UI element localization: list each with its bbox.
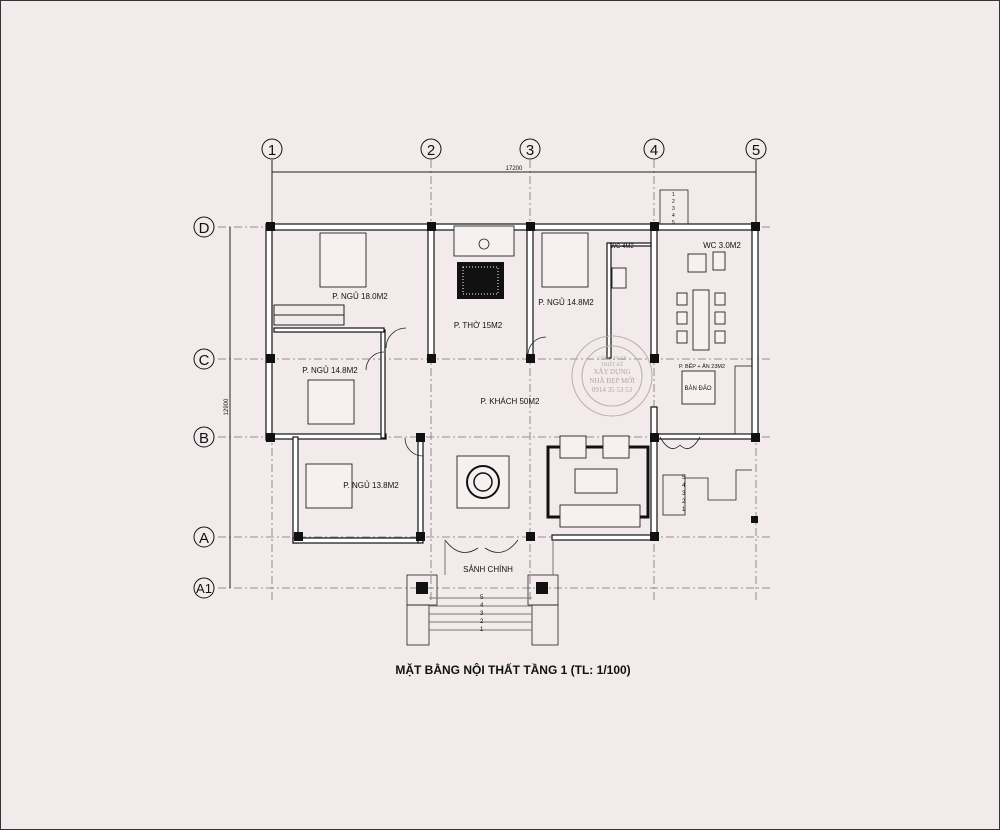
svg-text:4: 4 bbox=[672, 213, 675, 219]
main-door-icon bbox=[444, 539, 519, 553]
dimension-lines: 17200 12900 bbox=[224, 160, 757, 588]
rug-icon bbox=[456, 455, 510, 509]
svg-text:THIẾT KẾ: THIẾT KẾ bbox=[601, 362, 623, 368]
axis-bubble-5: 5 bbox=[745, 138, 767, 160]
room-label-bedroom-4: P. NGỦ 13.8M2 bbox=[343, 481, 399, 490]
svg-text:B: B bbox=[199, 430, 209, 447]
axis-bubble-2: 2 bbox=[420, 138, 442, 160]
room-label-lobby: SẢNH CHÍNH bbox=[463, 565, 513, 574]
door-icon bbox=[527, 336, 547, 356]
svg-text:A: A bbox=[199, 530, 209, 547]
svg-text:2: 2 bbox=[672, 199, 675, 205]
altar-icon bbox=[453, 225, 515, 257]
bed-icon bbox=[541, 232, 589, 288]
door-icon bbox=[365, 351, 385, 371]
carpet-icon bbox=[457, 262, 504, 299]
axis-bubble-B: B bbox=[193, 426, 215, 448]
structural-columns bbox=[266, 222, 760, 541]
svg-text:5: 5 bbox=[682, 475, 686, 481]
svg-text:1: 1 bbox=[672, 192, 675, 198]
toilet-icon bbox=[712, 251, 726, 271]
svg-text:1: 1 bbox=[682, 507, 686, 513]
svg-text:3: 3 bbox=[672, 206, 675, 212]
svg-text:4: 4 bbox=[650, 142, 658, 159]
door-icon bbox=[659, 436, 701, 449]
toilet-icon bbox=[611, 267, 627, 289]
svg-text:5: 5 bbox=[752, 142, 760, 159]
svg-text:2: 2 bbox=[480, 619, 484, 625]
svg-text:5: 5 bbox=[480, 595, 484, 601]
svg-text:1: 1 bbox=[480, 627, 484, 633]
svg-text:C: C bbox=[199, 352, 210, 369]
svg-text:2: 2 bbox=[682, 499, 686, 505]
axis-bubble-C: C bbox=[193, 348, 215, 370]
axis-bubble-3: 3 bbox=[519, 138, 541, 160]
kitchen-counter-icon bbox=[734, 365, 753, 435]
svg-text:A1: A1 bbox=[196, 581, 212, 596]
room-label-bedroom-1: P. NGỦ 18.0M2 bbox=[332, 292, 388, 301]
svg-text:3: 3 bbox=[480, 611, 484, 617]
svg-text:CÔNG TY CP: CÔNG TY CP bbox=[597, 356, 626, 362]
svg-text:5: 5 bbox=[672, 220, 675, 226]
room-label-island: BÀN ĐẢO bbox=[684, 385, 711, 392]
sink-icon bbox=[687, 253, 707, 273]
svg-text:NHÀ ĐẸP MỚI: NHÀ ĐẸP MỚI bbox=[589, 377, 635, 385]
dim-horizontal: 17200 bbox=[506, 166, 523, 172]
door-icon bbox=[404, 437, 424, 457]
door-icon bbox=[385, 327, 407, 349]
dim-vertical: 12900 bbox=[224, 398, 230, 415]
svg-text:2: 2 bbox=[427, 142, 435, 159]
svg-text:4: 4 bbox=[480, 603, 484, 609]
company-stamp: CÔNG TY CP THIẾT KẾ XÂY DỰNG NHÀ ĐẸP MỚI… bbox=[571, 335, 653, 417]
axis-bubble-1: 1 bbox=[261, 138, 283, 160]
room-label-wc-1: WC 4M2 bbox=[610, 244, 634, 250]
bed-icon bbox=[305, 463, 353, 509]
svg-text:0914 35 53 53: 0914 35 53 53 bbox=[592, 386, 633, 394]
axis-bubbles: 1 2 3 4 5 D C B A A1 bbox=[193, 138, 767, 599]
back-stairs: 1 2 3 4 5 bbox=[659, 189, 689, 226]
svg-text:3: 3 bbox=[526, 142, 534, 159]
axis-bubble-D: D bbox=[193, 216, 215, 238]
room-label-bedroom-2: P. NGỦ 14.8M2 bbox=[538, 298, 594, 307]
axis-bubble-A1: A1 bbox=[193, 577, 215, 599]
svg-text:D: D bbox=[199, 220, 210, 237]
svg-text:1: 1 bbox=[268, 142, 276, 159]
svg-text:XÂY DỰNG: XÂY DỰNG bbox=[593, 368, 630, 376]
front-stairs: 5 4 3 2 1 bbox=[406, 540, 559, 646]
furniture bbox=[273, 225, 753, 553]
room-label-kitchen: P. BẾP + ĂN 23M2 bbox=[679, 363, 725, 370]
room-label-wc-2: WC 3.0M2 bbox=[703, 241, 741, 250]
side-stairs: 5 4 3 2 1 bbox=[662, 469, 752, 516]
svg-text:3: 3 bbox=[682, 491, 686, 497]
dining-table-icon bbox=[692, 289, 710, 351]
room-label-living: P. KHÁCH 50M2 bbox=[481, 397, 541, 406]
bed-icon bbox=[307, 379, 355, 425]
svg-text:4: 4 bbox=[682, 483, 686, 489]
axis-bubble-A: A bbox=[193, 526, 215, 548]
axis-bubble-4: 4 bbox=[643, 138, 665, 160]
room-label-bedroom-3: P. NGỦ 14.8M2 bbox=[302, 366, 358, 375]
drawing-title: MẶT BẰNG NỘI THẤT TẦNG 1 (TL: 1/100) bbox=[395, 662, 630, 677]
room-labels: P. NGỦ 18.0M2 P. THỜ 15M2 P. NGỦ 14.8M2 … bbox=[302, 241, 741, 574]
room-label-worship: P. THỜ 15M2 bbox=[454, 321, 503, 330]
bed-icon bbox=[319, 232, 367, 288]
kitchen-island-icon bbox=[681, 370, 716, 405]
